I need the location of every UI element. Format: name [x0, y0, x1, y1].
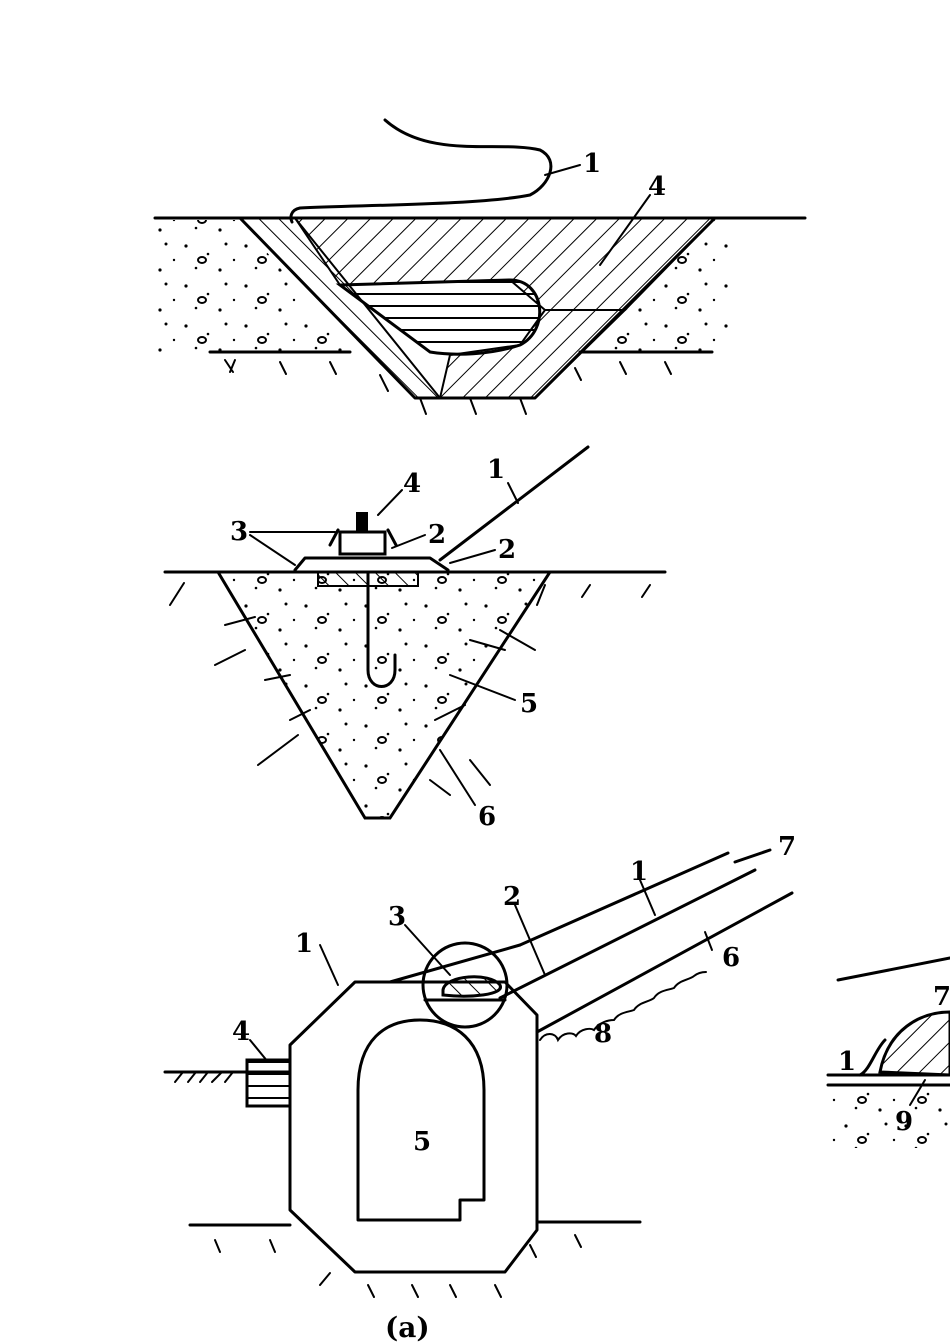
fig2-leader-6	[439, 749, 476, 806]
fig2-anchor-hook	[366, 570, 397, 688]
fig3-label-1b: 1	[295, 929, 313, 959]
fig3-label-5: 5	[413, 1127, 431, 1157]
fig3-leader-3	[404, 924, 451, 976]
fig2-label-4: 4	[403, 469, 421, 499]
fig3-detail-anchor	[441, 975, 502, 998]
fig2-cable	[438, 445, 590, 562]
fig2-label-2b: 2	[498, 535, 516, 565]
fig3-label-2: 2	[503, 882, 521, 912]
fig2-label-5: 5	[520, 689, 538, 719]
right-cable	[836, 956, 950, 982]
fig3-label-7: 7	[778, 832, 796, 862]
fig1-leader-4	[599, 194, 651, 266]
fig1-soil-left	[155, 220, 350, 352]
fig2-label-1: 1	[487, 455, 505, 485]
fig1-label-4: 4	[648, 172, 666, 202]
fig3-caption: (a)	[385, 1311, 430, 1344]
fig3-detail-circle	[421, 941, 509, 1029]
fig2-bolt	[356, 512, 368, 532]
fig2-clamp-right	[386, 528, 398, 547]
fig1-leader-1	[544, 164, 581, 176]
fig3-label-6: 6	[722, 943, 740, 973]
fig2-leader-4	[377, 489, 403, 516]
fig2-label-3: 3	[230, 517, 248, 547]
right-anchor-body	[878, 1010, 950, 1077]
fig1-electrode-body	[335, 278, 542, 356]
fig2-leader-2b	[449, 549, 496, 564]
fig3-label-4: 4	[232, 1017, 250, 1047]
fig2-leader-3b	[249, 534, 296, 566]
fig1-lead-wire	[289, 118, 553, 224]
fig2-leader-2	[391, 534, 426, 549]
fig3-leader-6	[704, 931, 713, 951]
figure-1-trench-section: 1 4	[153, 118, 807, 415]
fig2-leader-1	[507, 482, 519, 504]
right-soil	[830, 1088, 950, 1148]
fig2-rock-marks	[169, 582, 651, 796]
fig1-rock-marks	[224, 359, 672, 415]
fig2-base-plate	[293, 556, 450, 572]
fig3-label-3: 3	[388, 902, 406, 932]
fig3-cable-upper	[518, 851, 730, 947]
right-label-7: 7	[933, 982, 950, 1012]
fig2-label-6: 6	[478, 802, 496, 832]
right-leader-9	[909, 1079, 926, 1106]
fig3-label-1a: 1	[630, 857, 648, 887]
fig3-leader-4	[249, 1039, 269, 1063]
fig3-leader-2	[514, 904, 546, 976]
fig3-cable-mid	[498, 868, 757, 1000]
fig3-leader-1b	[639, 879, 656, 916]
fig1-soil-right	[580, 220, 730, 352]
right-label-1: 1	[838, 1047, 856, 1077]
figure-right-partial: 7 1 9	[826, 956, 950, 1148]
fig3-rock-marks	[214, 1234, 582, 1298]
fig3-label-8: 8	[594, 1019, 612, 1049]
fig2-concrete-wedge	[215, 570, 553, 820]
right-anchor-curve	[858, 1038, 887, 1077]
fig2-leader-5	[449, 674, 516, 701]
fig3-cable-top	[388, 943, 522, 984]
fig3-rope-chain	[539, 971, 707, 1043]
fig3-leader-1	[319, 944, 339, 986]
fig3-drain	[245, 1058, 292, 1108]
figure-2-anchor-section: 1 4 3 2 2 5 6	[163, 445, 667, 832]
fig2-nut	[338, 530, 387, 556]
fig3-tunnel-outline	[288, 980, 539, 1274]
fig3-cable-lower	[535, 891, 794, 1034]
fig2-clamp-left	[328, 528, 340, 547]
right-label-9: 9	[895, 1107, 913, 1137]
fig2-label-2a: 2	[428, 520, 446, 550]
figure-3-tunnel-section: 7 1 2 3 1 6 4 8 5 (a)	[163, 832, 796, 1344]
fig1-label-1: 1	[583, 149, 601, 179]
fig3-rock-hatch-left	[174, 1071, 234, 1083]
fig3-tunnel-opening	[356, 1018, 486, 1222]
fig3-leader-7	[733, 848, 772, 864]
